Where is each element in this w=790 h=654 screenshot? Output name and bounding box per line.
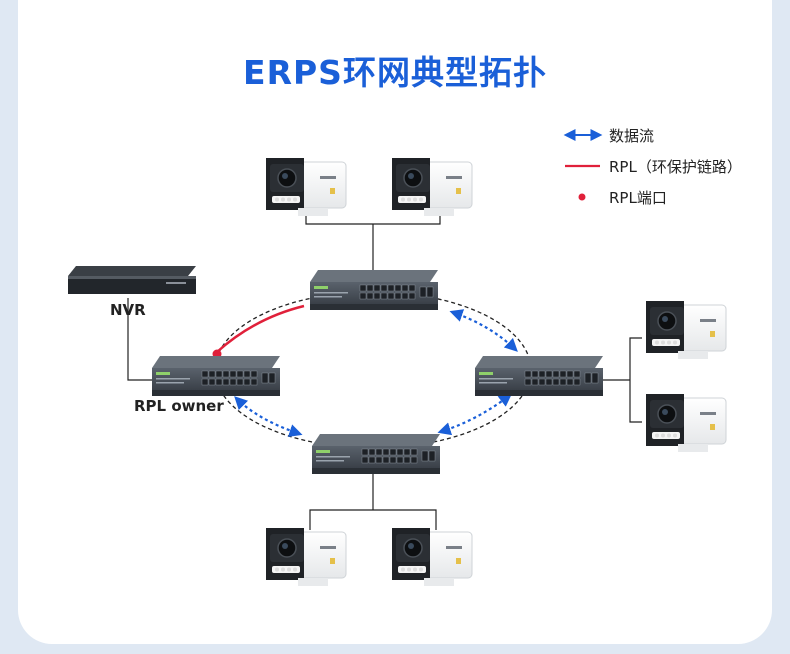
camera-top-right — [391, 157, 473, 217]
camera-top-left — [265, 157, 347, 217]
nvr-device — [68, 266, 196, 294]
legend-rpl-label: RPL（环保护链路） — [609, 158, 742, 176]
legend-rpl-port-mark — [578, 193, 586, 201]
switch-right — [474, 355, 604, 397]
rpl-link — [216, 304, 305, 353]
switch-top — [309, 269, 439, 311]
camera-bottom-left — [265, 527, 347, 587]
data-flow-arrows — [234, 309, 518, 437]
camera-right-top — [645, 300, 727, 360]
switch-rpl-owner — [151, 355, 281, 397]
cable-lines — [127, 212, 642, 530]
page-title: ERPS环网典型拓扑 — [243, 53, 547, 92]
switch-bottom — [311, 433, 441, 475]
camera-bottom-right — [391, 527, 473, 587]
rpl-owner-label: RPL owner — [134, 397, 224, 415]
legend-rpl-port-label: RPL端口 — [609, 189, 667, 207]
nvr-label: NVR — [110, 301, 146, 319]
camera-right-bottom — [645, 393, 727, 453]
legend-data-flow-label: 数据流 — [609, 127, 655, 145]
